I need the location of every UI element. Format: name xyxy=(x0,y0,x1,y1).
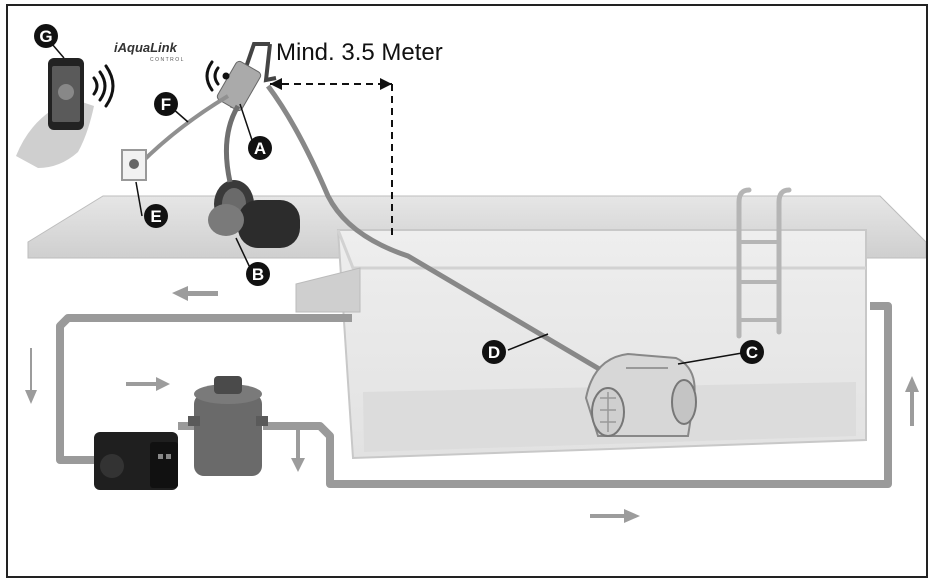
svg-text:F: F xyxy=(161,95,171,114)
wall-outlet xyxy=(121,149,147,181)
power-supply-unit xyxy=(208,180,300,248)
callout-d: D xyxy=(482,340,506,364)
distance-label: Mind. 3.5 Meter xyxy=(276,39,443,66)
flow-arrow-icon xyxy=(126,377,170,391)
power-cable xyxy=(138,94,230,166)
pool-filter xyxy=(188,376,268,476)
callout-b: B xyxy=(246,262,270,286)
pool-ladder xyxy=(736,187,792,339)
flow-arrow-icon xyxy=(905,376,919,426)
svg-text:E: E xyxy=(150,207,161,226)
callout-g: G xyxy=(34,24,58,48)
callout-e: E xyxy=(144,204,168,228)
brand-sub: CONTROL xyxy=(150,57,185,63)
flow-arrow-icon xyxy=(25,348,37,404)
svg-text:A: A xyxy=(254,139,266,158)
callout-c: C xyxy=(740,340,764,364)
callout-f: F xyxy=(154,92,178,116)
callout-a: A xyxy=(248,136,272,160)
wifi-signal-icon xyxy=(92,64,115,108)
svg-text:D: D xyxy=(488,343,500,362)
diagram-frame: iAquaLink CONTROL Mind. 3.5 Meter xyxy=(6,4,928,578)
pool-robot-cleaner xyxy=(584,352,697,437)
brand-name: iAquaLink xyxy=(114,40,178,55)
svg-text:C: C xyxy=(746,343,758,362)
smartphone-app xyxy=(16,58,94,168)
pool-pump xyxy=(94,432,178,490)
control-box-caddy xyxy=(216,42,277,112)
svg-text:B: B xyxy=(252,265,264,284)
iaqualink-logo: iAquaLink CONTROL xyxy=(114,40,185,63)
svg-text:G: G xyxy=(39,27,52,46)
flow-arrow-icon xyxy=(172,286,218,301)
flow-arrow-icon xyxy=(291,430,305,472)
callout-leaders xyxy=(51,43,749,365)
flow-arrow-icon xyxy=(590,509,640,523)
pool-installation-diagram: iAquaLink CONTROL Mind. 3.5 Meter xyxy=(16,24,926,523)
distance-measure: Mind. 3.5 Meter xyxy=(270,39,443,238)
psu-cable xyxy=(223,104,241,183)
pool-skimmer xyxy=(295,267,361,313)
pool-inner-wall xyxy=(336,229,866,270)
floating-cable xyxy=(265,84,630,389)
wifi-signal-icon xyxy=(205,60,230,92)
